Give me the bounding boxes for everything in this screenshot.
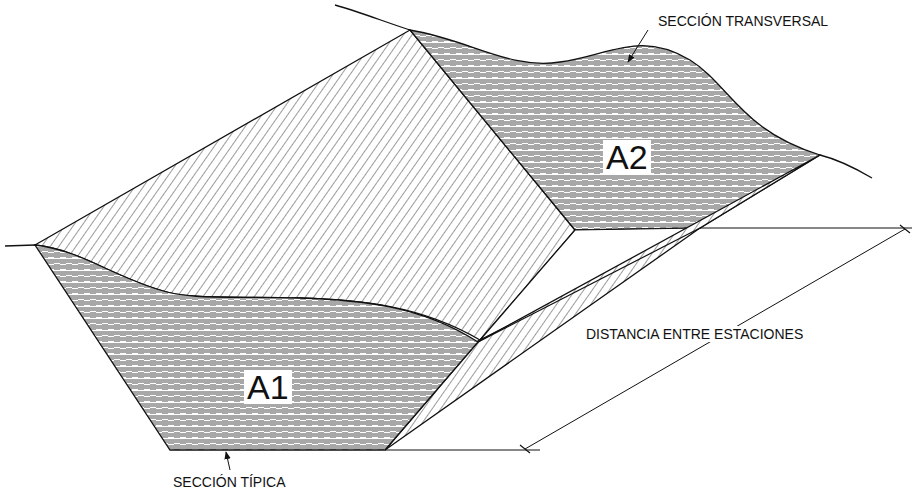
slope-edge: [478, 228, 700, 342]
extension-line: [385, 228, 912, 450]
dimension-tick: [520, 225, 910, 453]
area-label: A1: [244, 370, 292, 404]
terrain-line: [820, 155, 872, 178]
dimension-line: [525, 229, 905, 449]
terrain-line: [335, 5, 410, 30]
section-label: SECCIÓN TRANSVERSAL: [655, 13, 831, 29]
dimension-label: DISTANCIA ENTRE ESTACIONES: [583, 326, 806, 342]
section-label: SECCIÓN TÍPICA: [170, 474, 289, 490]
leader-line: [628, 30, 648, 62]
typical-section-area: [35, 245, 478, 450]
area-label: A2: [603, 140, 651, 174]
cut-slope: [385, 155, 820, 450]
terrain-line: [5, 245, 35, 246]
leader-line: [226, 452, 230, 470]
cross-section-area: [410, 30, 820, 230]
